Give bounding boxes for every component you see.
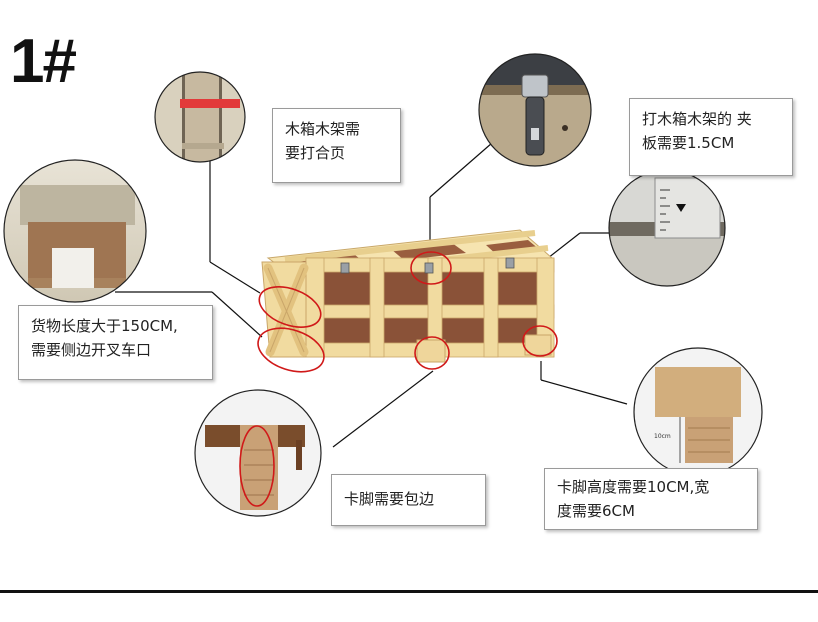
photo-foot-size: 10cm [633, 347, 763, 477]
photo-forklift-opening [3, 159, 147, 303]
callout-clip-thickness: 打木箱木架的 夹 板需要1.5CM [629, 98, 793, 176]
callout-hinge: 木箱木架需 要打合页 [272, 108, 401, 183]
callout-foot-size: 卡脚高度需要10CM,宽 度需要6CM [544, 468, 758, 530]
photo-ruler [608, 169, 726, 287]
ruler-label: 10cm [654, 433, 671, 440]
callout-foot-edge: 卡脚需要包边 [331, 474, 486, 526]
wooden-crate [257, 229, 558, 373]
bottom-rule [0, 590, 818, 593]
callout-side-opening: 货物长度大于150CM, 需要侧边开叉车口 [18, 305, 213, 380]
photo-foot-edge [194, 389, 322, 517]
page-title: 1# [10, 27, 77, 96]
leader-lines [115, 142, 628, 448]
photo-latch [478, 53, 592, 167]
highlight-circles [257, 251, 558, 373]
photo-post-hinge [154, 71, 246, 163]
